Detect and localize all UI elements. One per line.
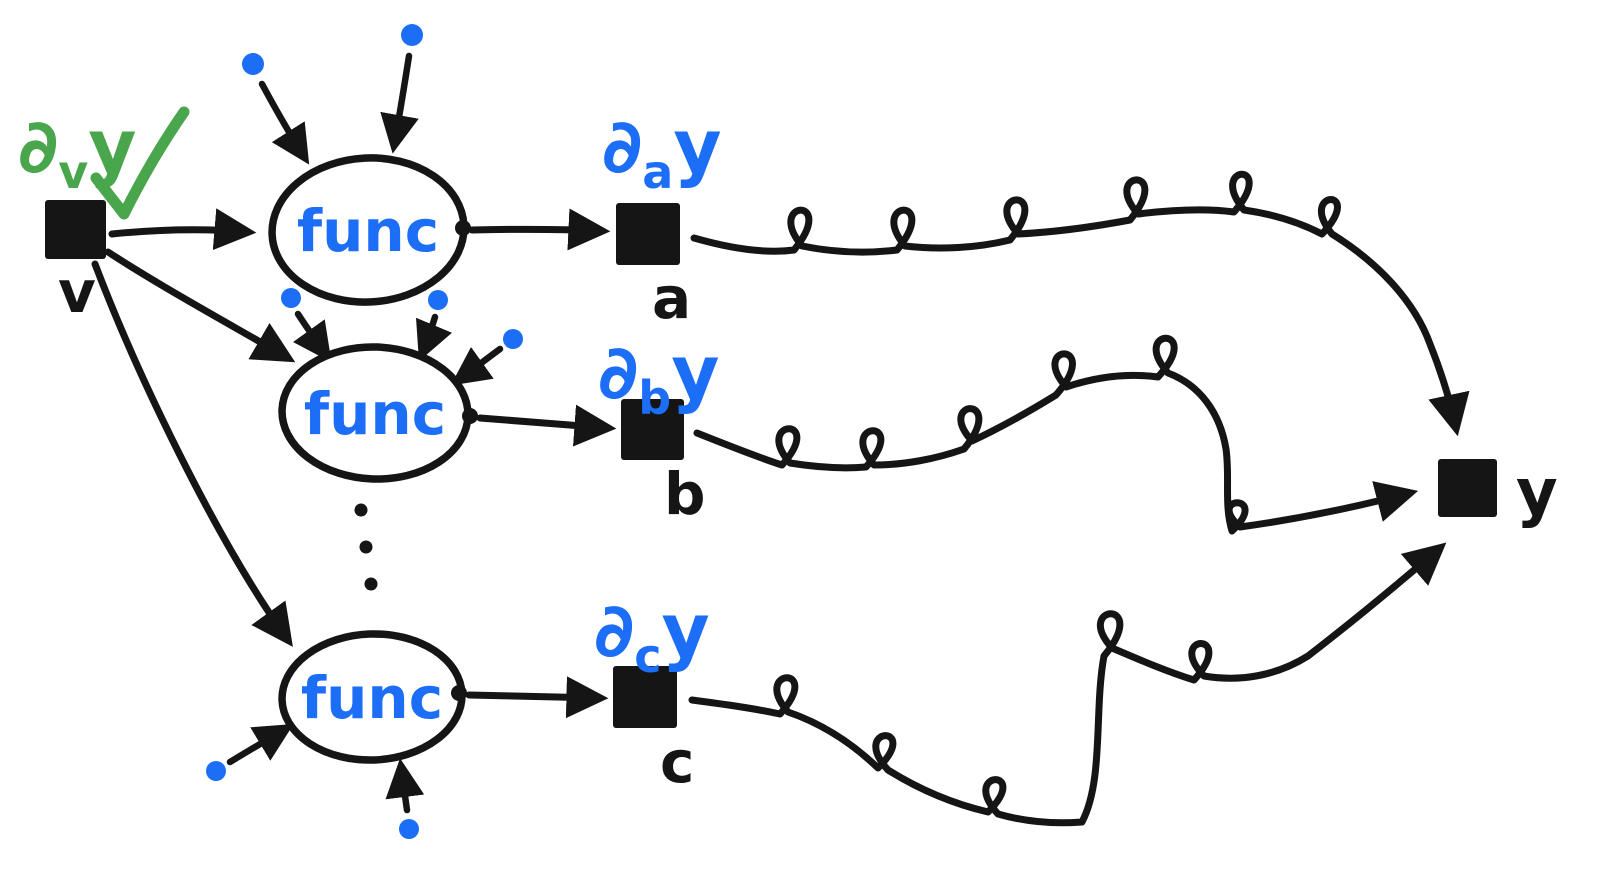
func2-input-dot-2: [428, 290, 448, 310]
func1-output-dot: [455, 220, 471, 236]
func3-group: func: [206, 630, 467, 839]
func2-group: func: [278, 288, 523, 483]
edge-v-func3: [91, 260, 293, 647]
func3-label: func: [301, 664, 443, 732]
squiggle-a-to-y: [690, 170, 1470, 437]
node-b-square: [621, 399, 684, 460]
func1-input-arrow-2: [380, 52, 419, 154]
func3-output-dot: [451, 685, 467, 701]
func3-input-dot-2: [399, 819, 419, 839]
ellipsis-dot: [359, 540, 373, 554]
grad-a-label: ∂ay: [602, 104, 722, 199]
func2-input-arrow-3: [450, 345, 504, 386]
func3-input-dot-1: [206, 761, 226, 781]
node-b-group: b ∂by: [598, 330, 719, 528]
squiggle-b-to-y: [693, 334, 1419, 535]
node-y-label: y: [1516, 456, 1558, 530]
node-c-group: c ∂cy: [594, 588, 710, 796]
grad-b-label: ∂by: [598, 330, 719, 425]
node-c-square: [613, 666, 677, 728]
squiggle-c-to-y: [688, 542, 1447, 827]
ellipsis-dot: [364, 577, 378, 591]
func1-label: func: [297, 197, 439, 265]
node-a-group: a ∂ay: [602, 104, 722, 332]
node-c-label: c: [660, 728, 694, 796]
func2-input-arrow-1: [292, 310, 332, 363]
node-a-label: a: [652, 264, 691, 332]
func3-input-arrow-2: [385, 758, 425, 814]
grad-v-annotation: ∂vy: [18, 104, 190, 220]
node-y-square: [1438, 459, 1497, 517]
edge-v-func2: [104, 248, 296, 363]
func3-input-arrow-1: [226, 723, 294, 766]
node-b-label: b: [664, 460, 706, 528]
node-v-group: v: [45, 200, 106, 326]
edge-func3-c: [465, 676, 609, 719]
node-y-group: y: [1438, 456, 1558, 530]
func2-input-dot-1: [281, 288, 301, 308]
func2-input-arrow-2: [415, 313, 452, 362]
func1-input-arrow-1: [258, 80, 310, 165]
grad-c-label: ∂cy: [594, 588, 710, 683]
func2-input-dot-3: [503, 329, 523, 349]
func1-group: func: [242, 24, 471, 306]
func2-label: func: [304, 380, 446, 448]
ellipsis-dot: [354, 503, 368, 517]
func1-input-dot-2: [401, 24, 423, 46]
node-a-square: [616, 203, 680, 265]
grad-v-label: ∂vy: [18, 104, 137, 199]
edge-func2-b: [476, 404, 617, 447]
check-icon: [90, 106, 190, 220]
node-v-label: v: [58, 258, 96, 326]
edge-v-func1: [108, 208, 257, 251]
node-v-square: [45, 200, 106, 259]
ellipsis-dots: [354, 503, 378, 591]
func1-input-dot-1: [242, 53, 264, 75]
edge-func1-a: [468, 208, 611, 251]
func2-output-dot: [462, 408, 478, 424]
